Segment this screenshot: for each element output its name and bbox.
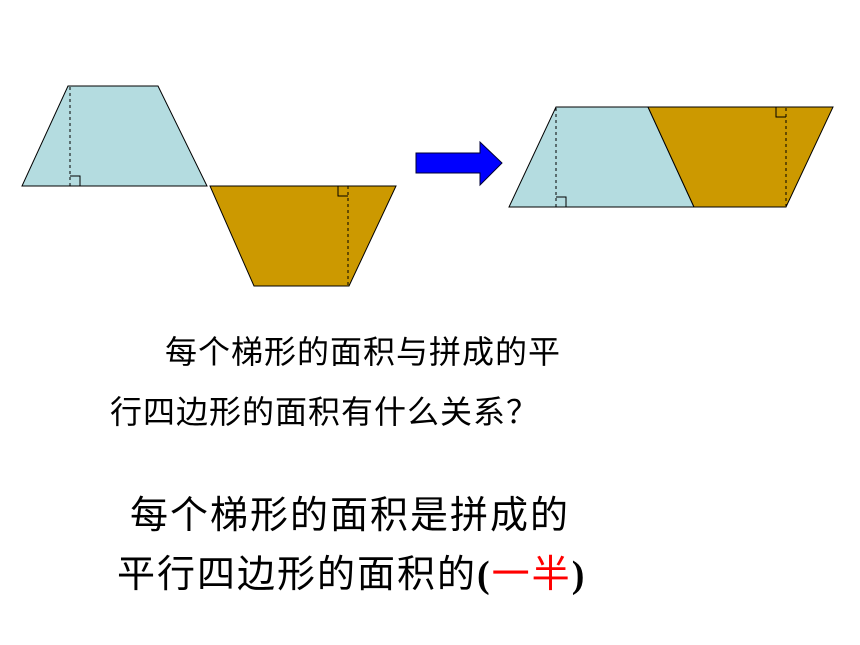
parallelogram-dark-part xyxy=(647,106,834,208)
right-angle-mark-icon xyxy=(556,196,567,207)
right-angle-mark-icon xyxy=(775,107,786,118)
answer-line-1: 每个梯形的面积是拼成的 xyxy=(130,493,571,537)
right-angle-mark-icon xyxy=(337,186,348,197)
dark-trapezoid xyxy=(209,185,397,287)
close-paren: ) xyxy=(571,554,587,596)
right-arrow-icon xyxy=(415,140,503,187)
right-angle-mark-icon xyxy=(70,175,81,186)
question-line-1: 每个梯形的面积与拼成的平 xyxy=(165,333,562,371)
open-paren: ( xyxy=(477,554,492,596)
trapezoid-diagram xyxy=(21,85,834,287)
light-trapezoid xyxy=(21,85,208,187)
answer-fill: 一半 xyxy=(491,552,572,596)
answer-prefix: 平行四边形的面积的 xyxy=(117,552,478,596)
answer-line-2: 平行四边形的面积的(一半) xyxy=(117,551,586,598)
question-line-2: 行四边形的面积有什么关系？ xyxy=(110,393,540,431)
